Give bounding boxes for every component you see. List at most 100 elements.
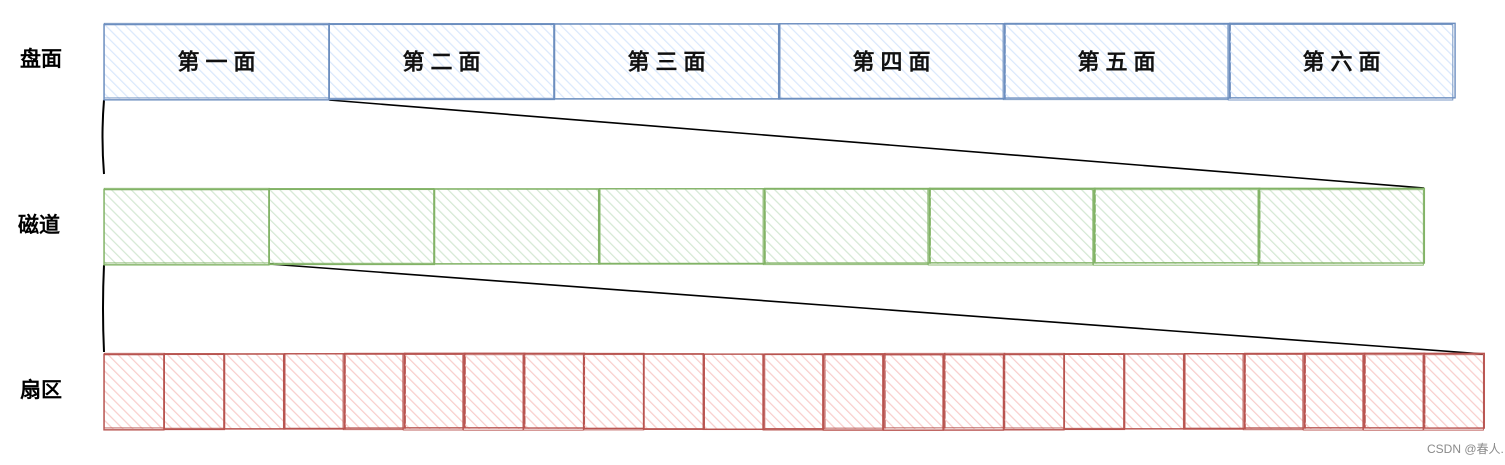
sector-cell xyxy=(402,352,466,431)
sector-cell-fill xyxy=(584,354,644,429)
connectors xyxy=(101,99,1485,355)
sector-cell xyxy=(163,353,226,431)
platter-cell-label: 第三面 xyxy=(627,50,711,76)
track-cell-fill xyxy=(764,189,929,264)
sector-cell-fill xyxy=(1364,354,1424,429)
track-cell-fill xyxy=(269,189,434,264)
platter-row: 第一面 第二面 第三面 第四面 第五面 第六面 xyxy=(103,22,1456,101)
sector-cell-border xyxy=(1363,354,1424,431)
track-cell-border xyxy=(1092,189,1259,266)
sector-cell-fill xyxy=(1424,354,1484,429)
sector-row-label: 扇区 xyxy=(20,378,62,402)
sector-cell xyxy=(462,352,526,431)
platter-cell-fill xyxy=(1229,24,1454,99)
platter-cell-fill xyxy=(554,24,779,99)
platter-cell-fill xyxy=(779,24,1004,99)
track-cell-fill xyxy=(1259,189,1424,264)
sector-cell xyxy=(822,353,886,431)
track-cell-border xyxy=(927,189,1094,266)
platter-to-track-left-connector xyxy=(101,99,105,175)
sector-cell xyxy=(1123,353,1186,430)
sector-cell-fill xyxy=(644,354,704,429)
platter-cell-fill xyxy=(329,24,554,99)
sector-cell xyxy=(882,352,946,431)
sector-cell-fill xyxy=(164,354,224,429)
sector-cell xyxy=(1242,352,1306,431)
track-cell-fill xyxy=(599,189,764,264)
sector-cell-fill xyxy=(224,354,284,429)
platter-cell-label: 第五面 xyxy=(1077,50,1161,76)
track-to-sector-right-connector xyxy=(268,263,1485,355)
sector-cell-fill xyxy=(1244,354,1304,429)
sector-cell-border xyxy=(402,354,464,431)
sector-cell-fill xyxy=(524,354,584,429)
track-cell-border xyxy=(1258,189,1424,266)
sector-cell-fill xyxy=(1124,354,1184,429)
sector-cell-fill xyxy=(764,354,824,429)
platter-cell: 第三面 xyxy=(553,23,781,100)
sector-cell xyxy=(1363,352,1426,431)
track-cell xyxy=(927,187,1096,266)
track-cell xyxy=(433,188,601,265)
platter-cell-label: 第一面 xyxy=(177,50,261,76)
sector-cell xyxy=(762,353,826,431)
track-cell xyxy=(762,187,931,266)
track-cell xyxy=(1258,187,1426,266)
sector-cell-fill xyxy=(944,354,1004,429)
platter-cell: 第二面 xyxy=(328,23,556,101)
track-cell xyxy=(268,188,436,266)
sector-cell xyxy=(1182,353,1246,430)
platter-cell-fill xyxy=(1004,24,1229,99)
sector-cell-fill xyxy=(884,354,944,429)
track-cell-fill xyxy=(434,189,599,264)
sector-cell-fill xyxy=(404,354,464,429)
track-row-label: 磁道 xyxy=(18,213,60,237)
sector-cell xyxy=(103,352,165,431)
sector-cell xyxy=(282,353,346,430)
track-cell-fill xyxy=(929,189,1094,264)
track-cell xyxy=(597,188,766,265)
sector-cell-fill xyxy=(1004,354,1064,429)
sector-cell-fill xyxy=(704,354,764,429)
track-cell xyxy=(1092,187,1261,266)
platter-cell: 第五面 xyxy=(1002,22,1231,101)
platter-cell-label: 第六面 xyxy=(1302,50,1386,76)
track-cell-border xyxy=(1258,187,1426,264)
sector-cell-fill xyxy=(1184,354,1244,429)
sector-cell-border xyxy=(462,354,524,431)
sector-cell-border xyxy=(1242,353,1304,431)
sector-cell xyxy=(1003,352,1065,431)
sector-cell xyxy=(642,353,705,430)
sector-cell-fill xyxy=(1064,354,1124,429)
sector-cell xyxy=(1063,353,1126,431)
track-row xyxy=(103,187,1426,266)
sector-cell-fill xyxy=(464,354,524,429)
track-cell xyxy=(103,187,270,266)
watermark: CSDN @春人. xyxy=(1427,442,1504,456)
sector-cell xyxy=(223,353,286,430)
track-cell-fill xyxy=(104,189,269,264)
platter-row-label: 盘面 xyxy=(20,47,62,71)
sector-cell xyxy=(1302,352,1366,431)
sector-cell-fill xyxy=(344,354,404,429)
sector-cell xyxy=(1423,352,1485,431)
sector-cell-fill xyxy=(104,354,164,429)
platter-cell: 第四面 xyxy=(777,23,1006,100)
sector-cell-fill xyxy=(1304,354,1364,429)
sector-cell xyxy=(523,352,586,431)
sector-cell-border xyxy=(1423,354,1484,431)
platter-cell-fill xyxy=(104,24,329,99)
platter-cell-label: 第四面 xyxy=(852,50,936,76)
sector-cell xyxy=(943,352,1006,431)
platter-to-track-right-connector xyxy=(328,99,1425,189)
platter-cell: 第六面 xyxy=(1227,22,1456,101)
sector-cell xyxy=(342,352,406,431)
track-to-sector-left-connector xyxy=(102,264,105,353)
track-cell-fill xyxy=(1094,189,1259,264)
sector-cell xyxy=(702,353,766,431)
sector-cell-fill xyxy=(284,354,344,429)
platter-cell-label: 第二面 xyxy=(402,50,486,76)
sector-cell xyxy=(583,352,645,431)
sector-cell-border xyxy=(1302,354,1364,431)
